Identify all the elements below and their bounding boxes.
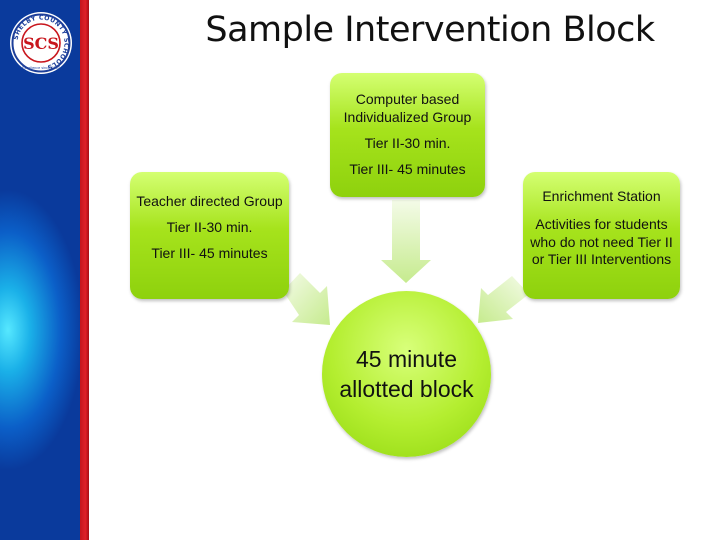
enrichment-station-box: Enrichment Station Activities for studen… <box>523 172 680 299</box>
slide-title: Sample Intervention Block <box>205 10 655 50</box>
arrow-down-icon <box>381 200 431 283</box>
teacher-group-tier3: Tier III- 45 minutes <box>151 245 268 261</box>
logo-est-text: Excellence since 1867 <box>22 66 60 70</box>
allotted-block-circle: 45 minute allotted block <box>322 291 491 457</box>
red-stripe <box>80 0 89 540</box>
enrichment-description: Activities for students who do not need … <box>530 216 673 267</box>
sidebar-background <box>0 0 80 540</box>
allotted-block-label: 45 minute allotted block <box>339 346 474 402</box>
arrow-diagonal-right-icon <box>478 276 529 323</box>
computer-group-box: Computer based Individualized Group Tier… <box>330 73 485 197</box>
teacher-group-box: Teacher directed Group Tier II-30 min. T… <box>130 172 289 299</box>
logo-monogram: SCS <box>23 34 59 53</box>
school-logo-seal: SHELBY COUNTY SCHOOLS SCS Excellence sin… <box>10 12 72 74</box>
computer-group-tier2: Tier II-30 min. <box>364 135 451 151</box>
enrichment-heading: Enrichment Station <box>542 188 661 204</box>
teacher-group-tier2: Tier II-30 min. <box>166 219 253 235</box>
teacher-group-heading: Teacher directed Group <box>136 193 283 209</box>
computer-group-heading: Computer based Individualized Group <box>343 91 472 125</box>
computer-group-tier3: Tier III- 45 minutes <box>349 161 466 177</box>
arrow-diagonal-left-icon <box>283 273 330 325</box>
